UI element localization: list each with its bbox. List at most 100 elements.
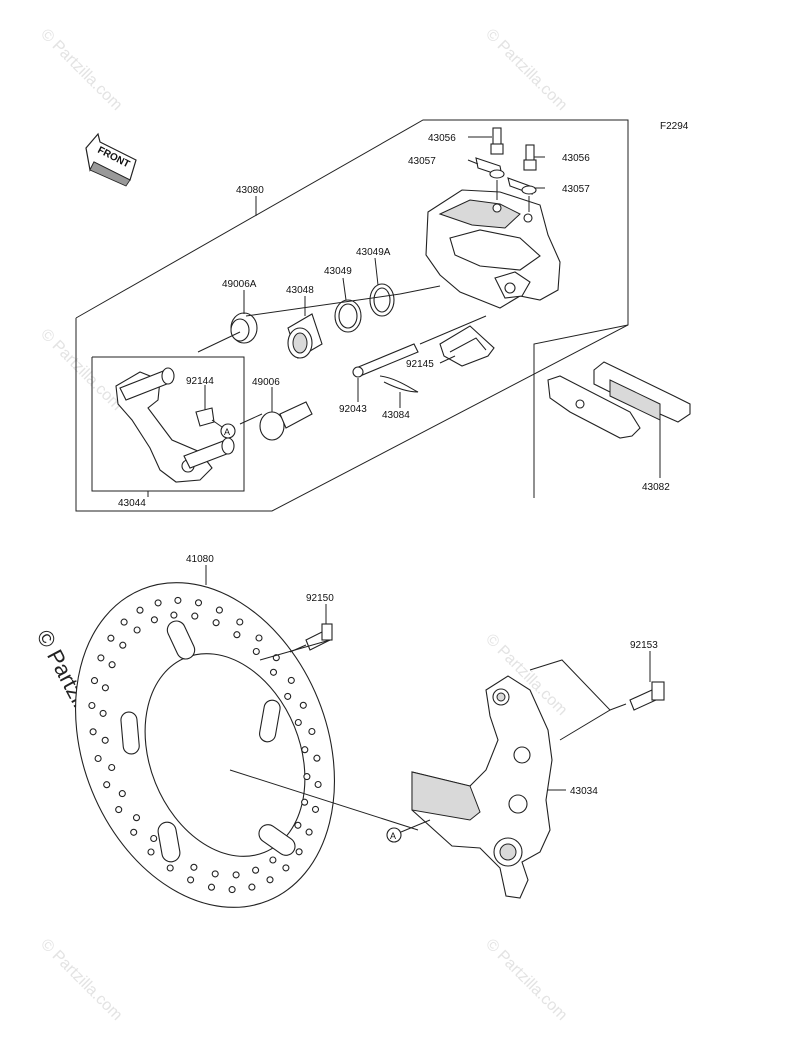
caliper-assembly-outline — [75, 119, 629, 512]
disc-hole — [90, 677, 99, 685]
clip-43084 — [379, 375, 419, 393]
watermark-text: © Partzilla.com — [37, 326, 125, 414]
part-label-92153: 92153 — [630, 640, 658, 651]
bleeder-cap-43057-a — [475, 157, 505, 179]
disc-hole — [119, 641, 127, 649]
part-label-43044: 43044 — [118, 498, 146, 509]
part-label-43049: 43049 — [324, 266, 352, 277]
disc-hole — [269, 856, 277, 864]
boot-49006 — [259, 401, 313, 441]
callout-a-text: A — [390, 831, 396, 841]
disc-hole — [132, 814, 141, 822]
disc-hole — [301, 746, 309, 754]
disc-hole — [294, 718, 302, 727]
disc-hole — [282, 864, 290, 872]
watermark-text: © Partzilla.com — [482, 26, 570, 114]
seal-43049a — [369, 283, 395, 317]
part-label-92150: 92150 — [306, 593, 334, 604]
part-label-92043: 92043 — [339, 404, 367, 415]
disc-hole — [107, 634, 115, 642]
disc-hole — [136, 606, 144, 614]
part-label-43056-a: 43056 — [428, 133, 456, 144]
alignment-lines — [197, 180, 530, 425]
disc-hole — [252, 647, 260, 656]
disc-hole — [97, 654, 105, 662]
part-label-43084: 43084 — [382, 410, 410, 421]
disc-hole — [233, 631, 241, 639]
bolt-92153 — [629, 681, 665, 711]
disc-hole — [215, 606, 223, 614]
disc-hole — [88, 701, 96, 710]
part-label-43082: 43082 — [642, 482, 670, 493]
part-label-43056-b: 43056 — [562, 153, 590, 164]
disc-hole — [118, 790, 126, 798]
disc-hole — [284, 692, 292, 700]
disc-hole — [101, 736, 109, 744]
slide-pin-upper — [119, 367, 175, 401]
disc-hole — [294, 821, 302, 829]
disc-hole — [154, 599, 162, 607]
part-label-43080: 43080 — [236, 185, 264, 196]
disc-hole — [232, 871, 240, 879]
disc-hole — [194, 599, 203, 607]
diagram-code: F2294 — [660, 121, 689, 132]
disc-hole — [115, 806, 123, 814]
part-label-43057-b: 43057 — [562, 184, 590, 195]
slide-pin-lower — [183, 437, 235, 469]
part-label-43034: 43034 — [570, 786, 598, 797]
disc-hole — [89, 728, 97, 736]
part-label-49006a: 49006A — [222, 279, 257, 290]
disc-hole — [305, 828, 313, 836]
disc-hole — [147, 848, 155, 856]
disc-hole — [303, 773, 311, 781]
disc-hole — [266, 876, 274, 884]
pad-retainer-92144 — [195, 407, 215, 427]
pin-92043 — [352, 343, 419, 378]
disc-hole — [295, 848, 303, 856]
bleeder-valve-43056-a — [490, 127, 504, 155]
disc-lines — [229, 639, 419, 831]
disc-hole — [207, 883, 216, 891]
disc-hole — [170, 611, 178, 619]
disc-hole — [301, 798, 309, 806]
disc-hole — [255, 634, 263, 642]
disc-hole — [108, 661, 116, 669]
disc-hole — [314, 780, 322, 789]
part-label-92145: 92145 — [406, 359, 434, 370]
part-label-92144: 92144 — [186, 376, 214, 387]
seal-43049 — [334, 299, 362, 333]
disc-hole — [191, 612, 199, 620]
part-labels: 43056 43056 43057 43057 43080 43049A 430… — [118, 133, 670, 797]
disc-hole — [108, 763, 116, 772]
disc-hole — [211, 870, 219, 878]
brake-disc-41080 — [75, 582, 335, 908]
disc-hole — [212, 619, 220, 627]
disc-hole — [94, 754, 102, 763]
disc-hole — [150, 834, 158, 843]
part-label-43049a: 43049A — [356, 247, 391, 258]
disc-hole — [101, 684, 109, 692]
disc-hole — [236, 618, 244, 626]
disc-hole — [133, 626, 141, 634]
callout-a-lower: A — [386, 819, 431, 843]
disc-hole — [311, 805, 320, 813]
part-label-43057-a: 43057 — [408, 156, 436, 167]
bracket-lines — [529, 659, 627, 741]
disc-hole — [299, 701, 307, 709]
piston-43048 — [287, 313, 323, 359]
callout-a-text: A — [224, 427, 230, 437]
disc-hole — [248, 883, 256, 891]
bleeder-cap-43057-b — [507, 177, 537, 195]
brake-pads-43082 — [547, 361, 691, 439]
part-label-41080: 41080 — [186, 554, 214, 565]
caliper-body — [425, 189, 561, 309]
disc-holes — [88, 596, 322, 894]
disc-hole — [130, 828, 138, 836]
disc-hole — [187, 876, 195, 884]
disc-hole — [150, 616, 158, 624]
front-arrow-icon: FRONT — [85, 132, 137, 187]
disc-hole — [120, 618, 128, 626]
boot-49006a — [230, 312, 258, 344]
part-label-43048: 43048 — [286, 285, 314, 296]
